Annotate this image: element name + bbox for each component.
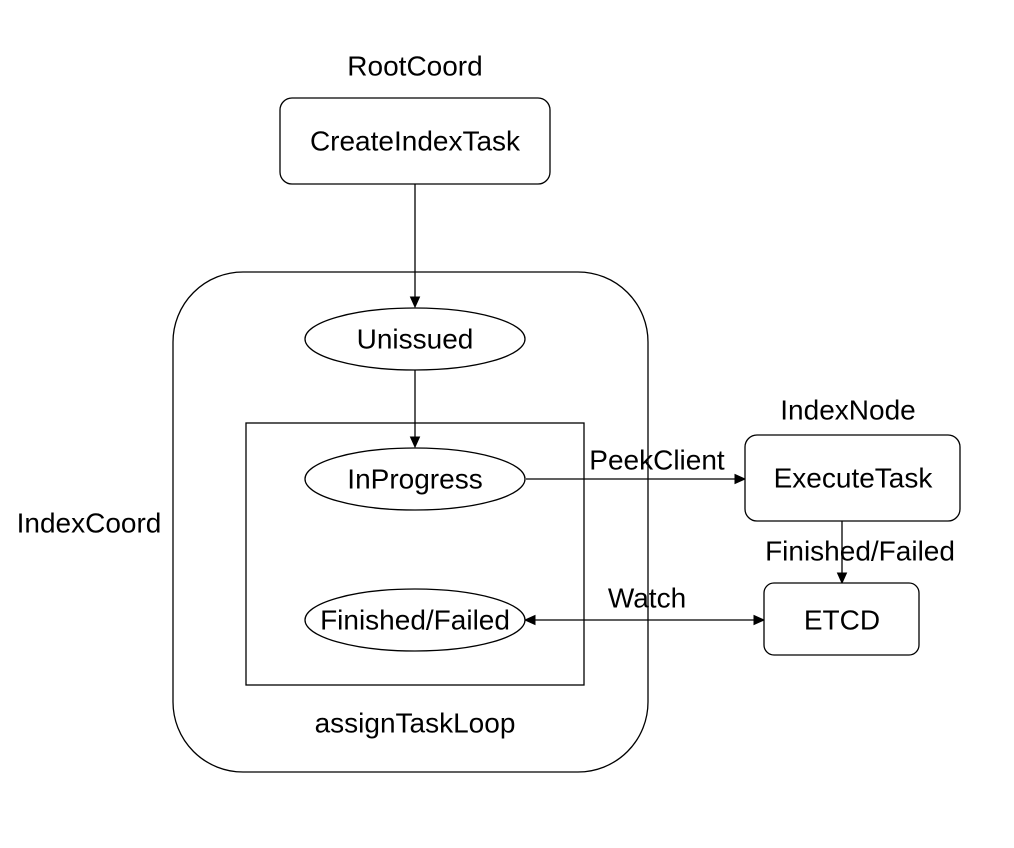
peek-client-edge-label: PeekClient bbox=[589, 445, 725, 476]
index-node-label: IndexNode bbox=[780, 395, 915, 426]
index-coord-container bbox=[172, 271, 649, 773]
arrowhead-peekclient bbox=[734, 473, 747, 485]
finished-failed-edge-label: Finished/Failed bbox=[765, 536, 955, 567]
arrowhead-unissued-to-inprogress bbox=[409, 436, 421, 449]
arrowhead-watch-left bbox=[523, 614, 536, 626]
create-index-task-label: CreateIndexTask bbox=[310, 126, 521, 157]
root-coord-label: RootCoord bbox=[347, 51, 482, 82]
arrowhead-watch-right bbox=[753, 614, 766, 626]
finished-failed-node bbox=[304, 588, 526, 652]
assign-task-loop-label: assignTaskLoop bbox=[315, 708, 516, 739]
in-progress-node bbox=[304, 447, 526, 511]
unissued-node bbox=[304, 307, 526, 371]
arrowhead-execute-to-etcd bbox=[836, 572, 848, 585]
index-coord-label: IndexCoord bbox=[17, 508, 162, 539]
watch-edge-label: Watch bbox=[608, 583, 686, 614]
unissued-label: Unissued bbox=[357, 324, 474, 355]
etcd-node bbox=[763, 582, 920, 656]
execute-task-label: ExecuteTask bbox=[774, 463, 934, 494]
arrowhead-create-to-unissued bbox=[409, 296, 421, 309]
finished-failed-label: Finished/Failed bbox=[320, 605, 510, 636]
create-index-task-node bbox=[279, 97, 551, 185]
in-progress-label: InProgress bbox=[347, 464, 482, 495]
execute-task-node bbox=[744, 434, 961, 522]
etcd-label: ETCD bbox=[804, 605, 880, 636]
